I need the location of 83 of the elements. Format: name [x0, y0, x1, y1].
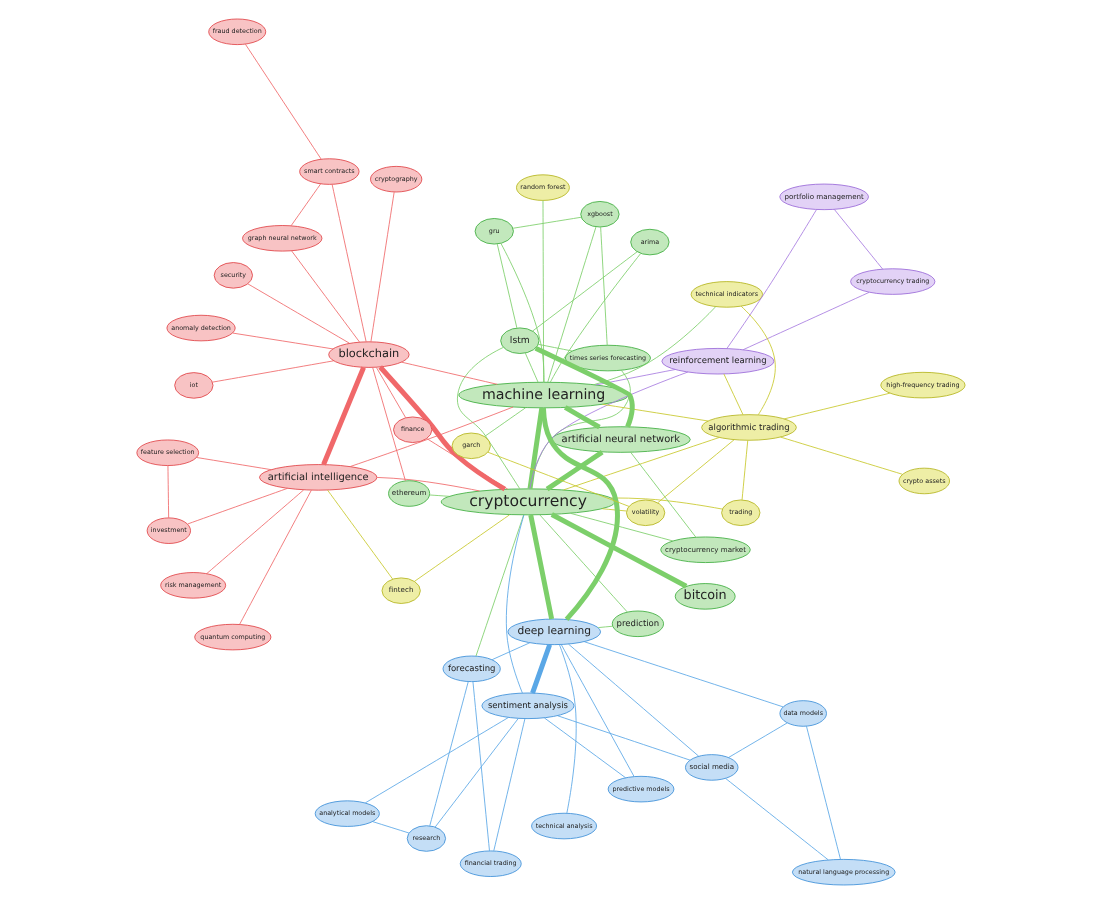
connector [369, 191, 394, 343]
connector [495, 243, 517, 329]
connector [330, 184, 366, 343]
connector [377, 365, 506, 492]
connector [490, 642, 530, 661]
connector [724, 778, 828, 861]
connector [548, 253, 641, 383]
connector [722, 373, 743, 416]
connector [195, 457, 271, 471]
connector [600, 508, 626, 512]
connector [186, 487, 287, 525]
connector [238, 489, 311, 625]
connector [594, 369, 675, 386]
connector [582, 641, 783, 708]
connector [363, 717, 508, 804]
connector [529, 643, 551, 694]
connector [527, 514, 554, 620]
connector [533, 345, 634, 428]
connector [567, 643, 699, 757]
connector [656, 439, 734, 504]
connector [739, 305, 775, 416]
connector [559, 644, 634, 777]
connector [456, 346, 520, 490]
connector [413, 514, 510, 582]
connector [371, 367, 405, 482]
connector [546, 226, 596, 383]
connector [523, 352, 538, 383]
connector [374, 366, 406, 419]
connector [556, 715, 690, 761]
connector [528, 369, 630, 490]
connector [562, 437, 719, 491]
connector [727, 722, 787, 758]
connector [558, 644, 576, 814]
connector [425, 438, 508, 490]
connector [243, 43, 321, 160]
connector [428, 494, 449, 497]
connector [211, 360, 334, 383]
connector [538, 514, 627, 613]
connector [805, 725, 840, 860]
connector [511, 216, 581, 229]
connector [526, 407, 544, 490]
connector [504, 514, 524, 694]
connector [543, 717, 626, 779]
connector [428, 681, 468, 827]
connector [569, 512, 673, 542]
connector [601, 403, 708, 422]
connector [205, 489, 304, 575]
connector [471, 681, 489, 852]
connector [541, 200, 544, 383]
connector [486, 451, 629, 507]
connector [483, 407, 526, 437]
connector [592, 306, 716, 386]
connector [609, 497, 722, 510]
connector [596, 625, 612, 629]
connector [375, 477, 480, 492]
connector [290, 250, 359, 343]
connector [741, 291, 869, 351]
connector [740, 440, 748, 501]
connector [531, 251, 637, 332]
connector [326, 489, 393, 580]
connector [348, 406, 513, 467]
connector [499, 242, 544, 383]
connector [725, 209, 816, 349]
connector [544, 450, 603, 492]
connector [166, 465, 169, 519]
connector [320, 366, 365, 466]
connector [629, 452, 696, 538]
connector [536, 343, 572, 352]
connector [492, 718, 525, 852]
connector [832, 208, 883, 270]
connector [246, 283, 349, 344]
connector [289, 183, 321, 227]
connector [371, 821, 409, 834]
connector [433, 718, 518, 828]
connector [400, 361, 497, 385]
connector [782, 392, 890, 420]
connector [549, 512, 687, 589]
connector [779, 436, 902, 475]
connector [599, 226, 607, 346]
connector [539, 407, 619, 621]
connector [562, 405, 600, 430]
connector [231, 332, 333, 350]
connector [474, 514, 524, 657]
